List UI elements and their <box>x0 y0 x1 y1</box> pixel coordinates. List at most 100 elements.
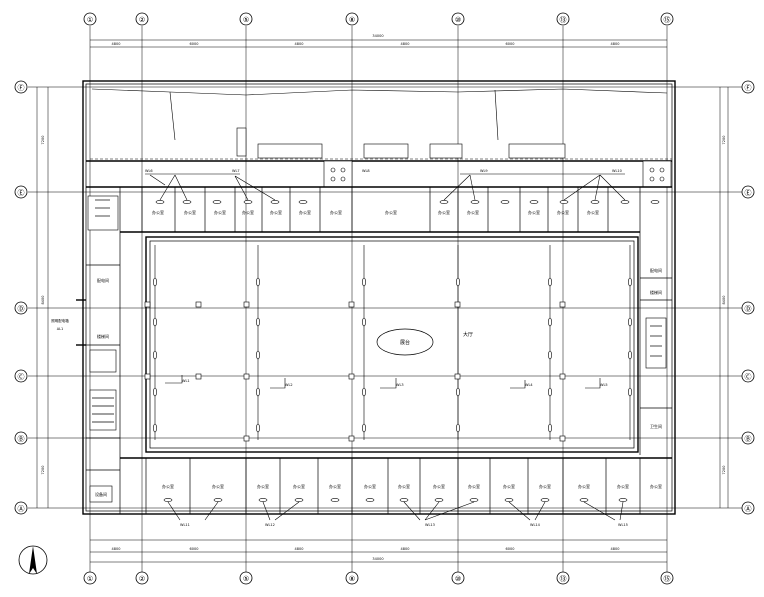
room-label: 卫生间 <box>650 423 662 429</box>
circuit-tag: WL14 <box>530 523 541 527</box>
room-label: 办公室 <box>468 483 480 489</box>
room-label: 办公室 <box>617 483 629 489</box>
north-zone <box>86 88 672 188</box>
row-label: Ⓕ <box>745 84 752 92</box>
col-label: ⑤ <box>243 575 249 583</box>
circuit-tag: WL5 <box>600 383 608 387</box>
row-label: Ⓑ <box>745 435 752 443</box>
room-label: 办公室 <box>184 209 196 215</box>
dim-value: 6000 <box>506 547 515 551</box>
hall-circuit-tags: WL1 WL2 WL3 WL4 WL5 <box>165 375 608 389</box>
circuit-tag: WL6 <box>145 169 153 173</box>
column-bubbles-bottom: ① ② ⑤ ⑧ ⑩ ⑬ ⑮ <box>83 571 674 585</box>
room-label: 办公室 <box>299 209 311 215</box>
dim-value: 7200 <box>722 136 726 145</box>
circuit-tag: WL8 <box>362 169 370 173</box>
row-bubbles-right: Ⓕ Ⓔ Ⓓ Ⓒ Ⓑ Ⓐ <box>741 80 755 515</box>
col-label: ② <box>139 575 145 583</box>
east-block: 配电间 楼梯间 卫生间 <box>639 232 672 455</box>
hall-center-label: 展台 <box>400 339 410 346</box>
row-label: Ⓔ <box>18 189 25 197</box>
row-label: Ⓓ <box>18 305 25 313</box>
dim-value: 6000 <box>190 42 199 46</box>
dim-value: 4800 <box>611 42 620 46</box>
col-label: ② <box>139 16 145 24</box>
col-label: ⑤ <box>243 16 249 24</box>
room-label: 配电间 <box>650 267 662 273</box>
col-label: ⑬ <box>560 575 567 583</box>
col-label: ⑩ <box>455 575 461 583</box>
col-label: ⑬ <box>560 16 567 24</box>
room-label: 办公室 <box>587 209 599 215</box>
circuit-tag: WL1 <box>182 379 190 383</box>
main-hall: 展台 大厅 <box>144 236 639 453</box>
room-label: 办公室 <box>650 483 662 489</box>
room-label: 办公室 <box>242 209 254 215</box>
room-label: 办公室 <box>214 209 226 215</box>
row-label: Ⓔ <box>745 189 752 197</box>
dimension-top: 4800 6000 4800 4800 6000 4800 34000 <box>90 34 667 48</box>
dimension-left: 7200 8400 7200 <box>36 87 49 508</box>
row-label: Ⓓ <box>745 305 752 313</box>
row-label: Ⓐ <box>18 505 25 513</box>
circuit-tag: WL10 <box>612 169 622 173</box>
room-label: 办公室 <box>152 209 164 215</box>
column-bubbles-top: ① ② ⑤ ⑧ ⑩ ⑬ ⑮ <box>83 12 674 26</box>
dimension-right: 7200 8400 7200 <box>719 87 729 508</box>
dim-value: 4800 <box>295 42 304 46</box>
dim-value: 7200 <box>722 466 726 475</box>
room-label: 办公室 <box>433 483 445 489</box>
room-label: 办公室 <box>578 483 590 489</box>
col-label: ⑮ <box>664 575 671 583</box>
circuit-tag: WL15 <box>618 523 628 527</box>
room-label: 办公室 <box>212 483 224 489</box>
hall-lamps <box>153 277 632 433</box>
dim-value: 4800 <box>112 42 121 46</box>
outer-wall <box>82 80 676 515</box>
row-bubbles-left: Ⓕ Ⓔ Ⓓ Ⓒ Ⓑ Ⓐ <box>14 80 28 515</box>
room-label: 办公室 <box>330 209 342 215</box>
dim-value: 8400 <box>722 296 726 305</box>
col-label: ① <box>87 16 93 24</box>
room-label: 办公室 <box>385 209 397 215</box>
circuit-tag: WL4 <box>525 383 533 387</box>
room-label: 设备间 <box>95 491 107 497</box>
room-label: 办公室 <box>539 483 551 489</box>
hall-lamp-rows <box>154 245 631 440</box>
west-block: 配电间 楼梯间 设备间 照明配电箱 AL1 <box>51 187 121 514</box>
col-label: ① <box>87 575 93 583</box>
north-lamps <box>155 200 660 204</box>
room-label: 办公室 <box>270 209 282 215</box>
circuit-tag: WL13 <box>425 523 435 527</box>
north-circuit-tags: WL6 WL7 WL8 WL9 WL10 <box>145 169 622 173</box>
col-label: ⑧ <box>349 575 355 583</box>
room-label: 办公室 <box>503 483 515 489</box>
dim-value: 7200 <box>41 466 45 475</box>
dim-value: 6000 <box>190 547 199 551</box>
dimension-bottom: 4800 6000 4800 4800 6000 4800 34000 <box>90 539 667 563</box>
north-arrow <box>18 545 48 575</box>
north-office-strip: 办公室 办公室 办公室 办公室 办公室 办公室 办公室 办公室 办公室 办公室 … <box>86 173 672 233</box>
hall-label: 大厅 <box>463 331 473 338</box>
room-label: 办公室 <box>438 209 450 215</box>
col-label: ⑩ <box>455 16 461 24</box>
dim-total: 34000 <box>372 557 383 561</box>
dim-value: 4800 <box>611 547 620 551</box>
room-label: 办公室 <box>329 483 341 489</box>
row-label: Ⓐ <box>745 505 752 513</box>
dim-value: 4800 <box>401 42 410 46</box>
circuit-tag: WL9 <box>480 169 488 173</box>
row-label: Ⓑ <box>18 435 25 443</box>
south-lamps <box>163 498 628 502</box>
dim-value: 4800 <box>401 547 410 551</box>
hall-sockets <box>144 301 566 442</box>
room-label: 配电间 <box>97 277 109 283</box>
room-label: 楼梯间 <box>650 289 662 295</box>
dim-value: 4800 <box>295 547 304 551</box>
room-label: 办公室 <box>398 483 410 489</box>
circuit-tag: WL7 <box>232 169 240 173</box>
dim-value: 8400 <box>41 296 45 305</box>
dim-total: 34000 <box>372 34 383 38</box>
circuit-tag: WL2 <box>285 383 293 387</box>
